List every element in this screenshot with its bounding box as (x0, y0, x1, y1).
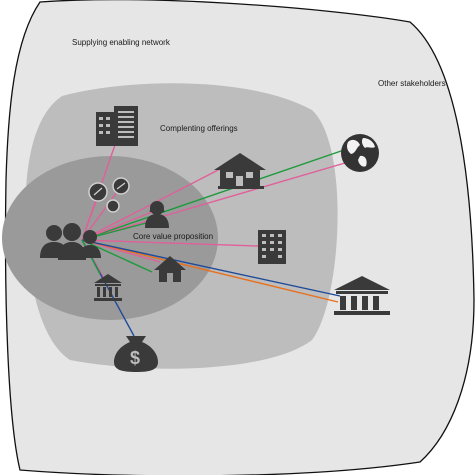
link-bank-large-blue (81, 239, 341, 297)
supplying-network-label: Supplying enabling network (72, 38, 171, 47)
other-stakeholders-label: Other stakeholders (378, 79, 446, 88)
houses-icon (214, 153, 266, 189)
core-value-label: Core value proposition (133, 232, 213, 241)
office-building-icon (96, 106, 138, 146)
globe-icon (341, 134, 379, 172)
link-house-green (81, 239, 153, 273)
person-icon (145, 201, 169, 228)
link-apartment (81, 239, 259, 247)
svg-text:$: $ (130, 348, 140, 368)
people-group-icon (40, 223, 101, 260)
house-icon (154, 256, 186, 282)
bank-icon (334, 276, 390, 315)
connection-lines (81, 141, 363, 337)
link-bank-large-orange (81, 239, 339, 303)
coins-icon (88, 177, 130, 213)
complementing-offerings-label: Complenting offerings (160, 124, 238, 133)
apartment-building-icon (258, 230, 286, 264)
bank-icon (94, 274, 122, 301)
link-globe-green (81, 149, 345, 241)
money-bag-icon: $ (114, 336, 158, 372)
link-globe-pink (81, 157, 363, 241)
